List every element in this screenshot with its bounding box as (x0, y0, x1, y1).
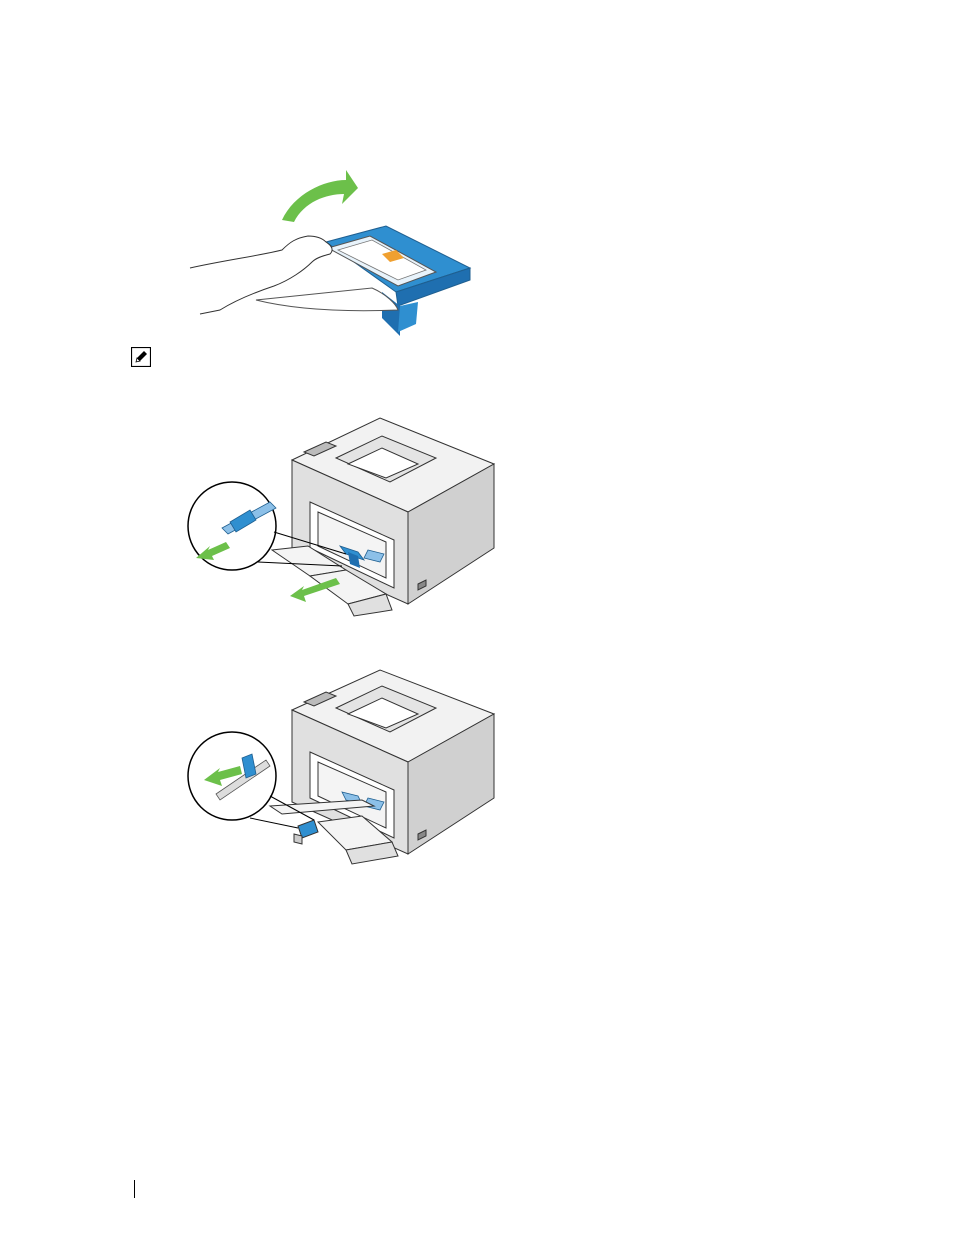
page-margin-rule (134, 1180, 135, 1198)
printer-tray-guide-illustration-1 (186, 412, 502, 624)
printer-tray-guide-illustration-2 (186, 664, 502, 872)
tray-cover-removal-illustration (186, 164, 486, 344)
green-rotate-arrow-icon (282, 170, 358, 222)
pencil-note-icon (131, 347, 151, 367)
